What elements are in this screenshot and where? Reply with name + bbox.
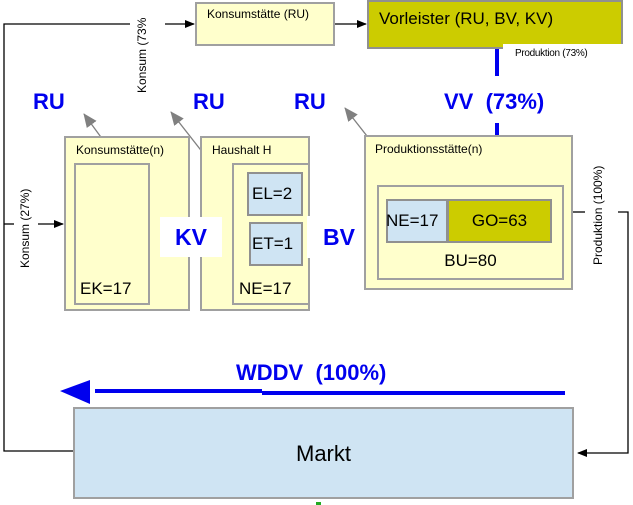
household-inner-box: EL=2 ET=1 NE=17 <box>232 163 310 305</box>
el-box: EL=2 <box>247 172 303 216</box>
et-value: ET=1 <box>252 234 294 253</box>
production-73-label: Produktion (73%) <box>503 44 623 64</box>
production-site-box: Produktionsstätte(n) NE=17 GO=63 BU=80 <box>364 135 573 290</box>
production-inner-box: NE=17 GO=63 BU=80 <box>377 185 564 280</box>
top-consumption-site-box: Konsumstätte (RU) <box>195 2 335 46</box>
consumption-73-label: Konsum (73% <box>135 17 149 93</box>
market-label: Markt <box>296 441 351 466</box>
production-100-flow-line <box>573 211 629 457</box>
wddv-flow-arrow <box>60 380 565 404</box>
et-box: ET=1 <box>249 222 303 266</box>
bu-value: BU=80 <box>444 251 497 270</box>
ne-production-box: NE=17 <box>386 199 448 243</box>
ek-value: EK=17 <box>80 279 132 298</box>
ne-household-value: NE=17 <box>239 279 292 298</box>
ru-label-2: RU <box>193 89 225 114</box>
consumption-73-flow-line <box>3 20 195 452</box>
household-box: Haushalt H EL=2 ET=1 NE=17 <box>200 136 310 311</box>
small-marker <box>316 502 321 505</box>
production-100-label: Produktion (100%) <box>591 165 605 265</box>
consumption-site-n-title: Konsumstätte(n) <box>76 143 165 157</box>
consumption-site-inner-box: EK=17 <box>74 163 150 305</box>
supplier-box: Vorleister (RU, BV, KV) <box>367 0 623 49</box>
ne-production-value: NE=17 <box>386 211 439 230</box>
vv-label: VV (73%) <box>444 89 545 115</box>
el-value: EL=2 <box>252 184 293 203</box>
ru-label-1: RU <box>33 89 65 114</box>
go-value: GO=63 <box>471 211 528 230</box>
wddv-label: WDDV (100%) <box>236 360 387 385</box>
market-box: Markt <box>73 407 574 499</box>
consumption-27-label: Konsum (27%) <box>18 188 32 268</box>
go-box: GO=63 <box>447 199 552 243</box>
supplier-label: Vorleister (RU, BV, KV) <box>379 9 554 28</box>
ru-label-3: RU <box>294 89 326 114</box>
production-site-title: Produktionsstätte(n) <box>375 142 483 156</box>
household-title: Haushalt H <box>212 143 272 157</box>
kv-label: KV <box>160 217 222 257</box>
bv-label: BV <box>307 216 371 258</box>
top-consumption-site-label: Konsumstätte (RU) <box>207 7 310 21</box>
